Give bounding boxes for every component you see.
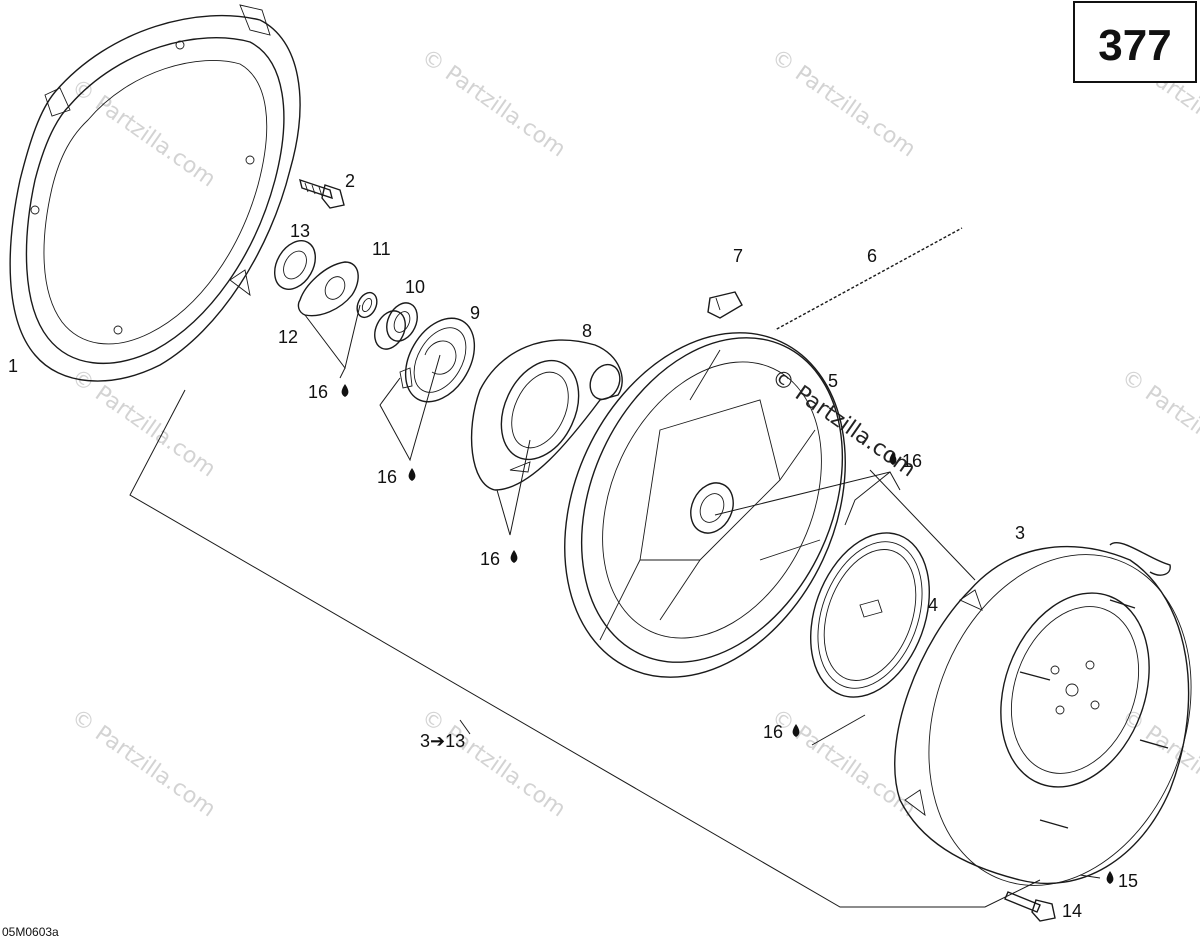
watermarks: © Partzilla.com © Partzilla.com © Partzi… [67,44,1200,822]
watermark-text: © Partzilla.com [67,74,220,192]
page-number-box: 377 [1073,1,1197,83]
callout-8: 8 [582,321,592,341]
part-11-washer [356,291,378,319]
watermark-text: © Partzilla.com [767,44,920,162]
oil-drop-icon [510,550,518,563]
part-14-bolt [1004,891,1056,922]
watermark-text: © Partzilla.com [767,364,920,482]
part-10-bushing [374,302,418,350]
callout-3-to-13: 3➔13 [420,731,465,751]
page-number: 377 [1098,21,1171,70]
part-8-housing [470,339,623,491]
watermark-text: © Partzilla.com [417,704,570,822]
oil-drop-icon [889,452,897,465]
callout-15: 15 [1118,871,1138,891]
watermark-text: © Partzilla.com [67,364,220,482]
callout-labels: 1 2 3 4 5 6 7 8 9 10 11 12 13 14 15 16 1… [8,171,1138,921]
callout-16: 16 [480,549,500,569]
callout-16: 16 [902,451,922,471]
oil-drop-icon [792,724,800,737]
leader-lines [129,304,1101,908]
part-6-rope [774,226,963,332]
watermark-text: © Partzilla.com [417,44,570,162]
oil-drop-icon [341,384,349,397]
oil-drop-icons [341,384,1114,884]
callout-2: 2 [345,171,355,191]
part-1-ring [9,4,301,382]
callout-14: 14 [1062,901,1082,921]
part-5-pulley [564,332,846,678]
oil-drop-icon [408,468,416,481]
watermark-text: © Partzilla.com [1117,364,1200,482]
part-7-pawl [707,291,743,319]
part-4-spring [810,532,930,698]
callout-13: 13 [290,221,310,241]
callout-6: 6 [867,246,877,266]
part-13-washer [274,240,316,290]
callout-4: 4 [928,595,938,615]
callout-16: 16 [377,467,397,487]
callout-1: 1 [8,356,18,376]
callout-16: 16 [763,722,783,742]
callout-5: 5 [828,371,838,391]
callout-9: 9 [470,303,480,323]
callout-10: 10 [405,277,425,297]
callout-16: 16 [308,382,328,402]
part-12-plate [297,261,359,317]
callout-7: 7 [733,246,743,266]
part-9-spring-plate [399,317,476,403]
callout-11: 11 [372,239,391,259]
drawing-code: 05M0603a [2,925,59,939]
watermark-text: © Partzilla.com [767,704,920,822]
watermark-text: © Partzilla.com [67,704,220,822]
callout-3: 3 [1015,523,1025,543]
callout-12: 12 [278,327,298,347]
part-2-bolt [299,178,345,209]
oil-drop-icon [1106,871,1114,884]
part-3-housing [894,542,1192,886]
